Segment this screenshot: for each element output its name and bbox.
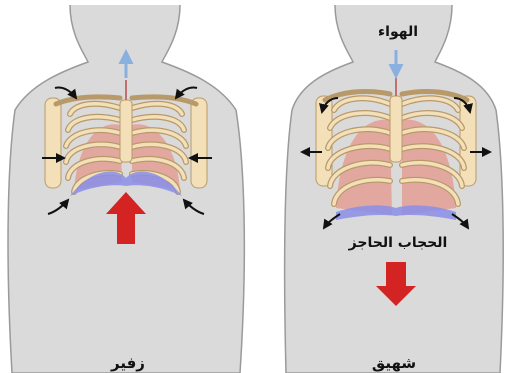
exhale-left-shoulder-bone	[45, 98, 61, 188]
exhale-figure: زفير	[8, 5, 244, 373]
air-label: الهواء	[378, 24, 418, 40]
inhale-figure: الهواء الحجاب الحاجز شهيق	[285, 5, 504, 373]
inhale-torso	[285, 5, 504, 373]
exhale-sternum	[120, 100, 132, 162]
diaphragm-label: الحجاب الحاجز	[348, 235, 448, 251]
exhale-label: زفير	[110, 354, 145, 372]
exhale-right-shoulder-bone	[191, 98, 207, 188]
inhale-label: شهيق	[372, 354, 416, 372]
inhale-sternum	[390, 96, 402, 162]
